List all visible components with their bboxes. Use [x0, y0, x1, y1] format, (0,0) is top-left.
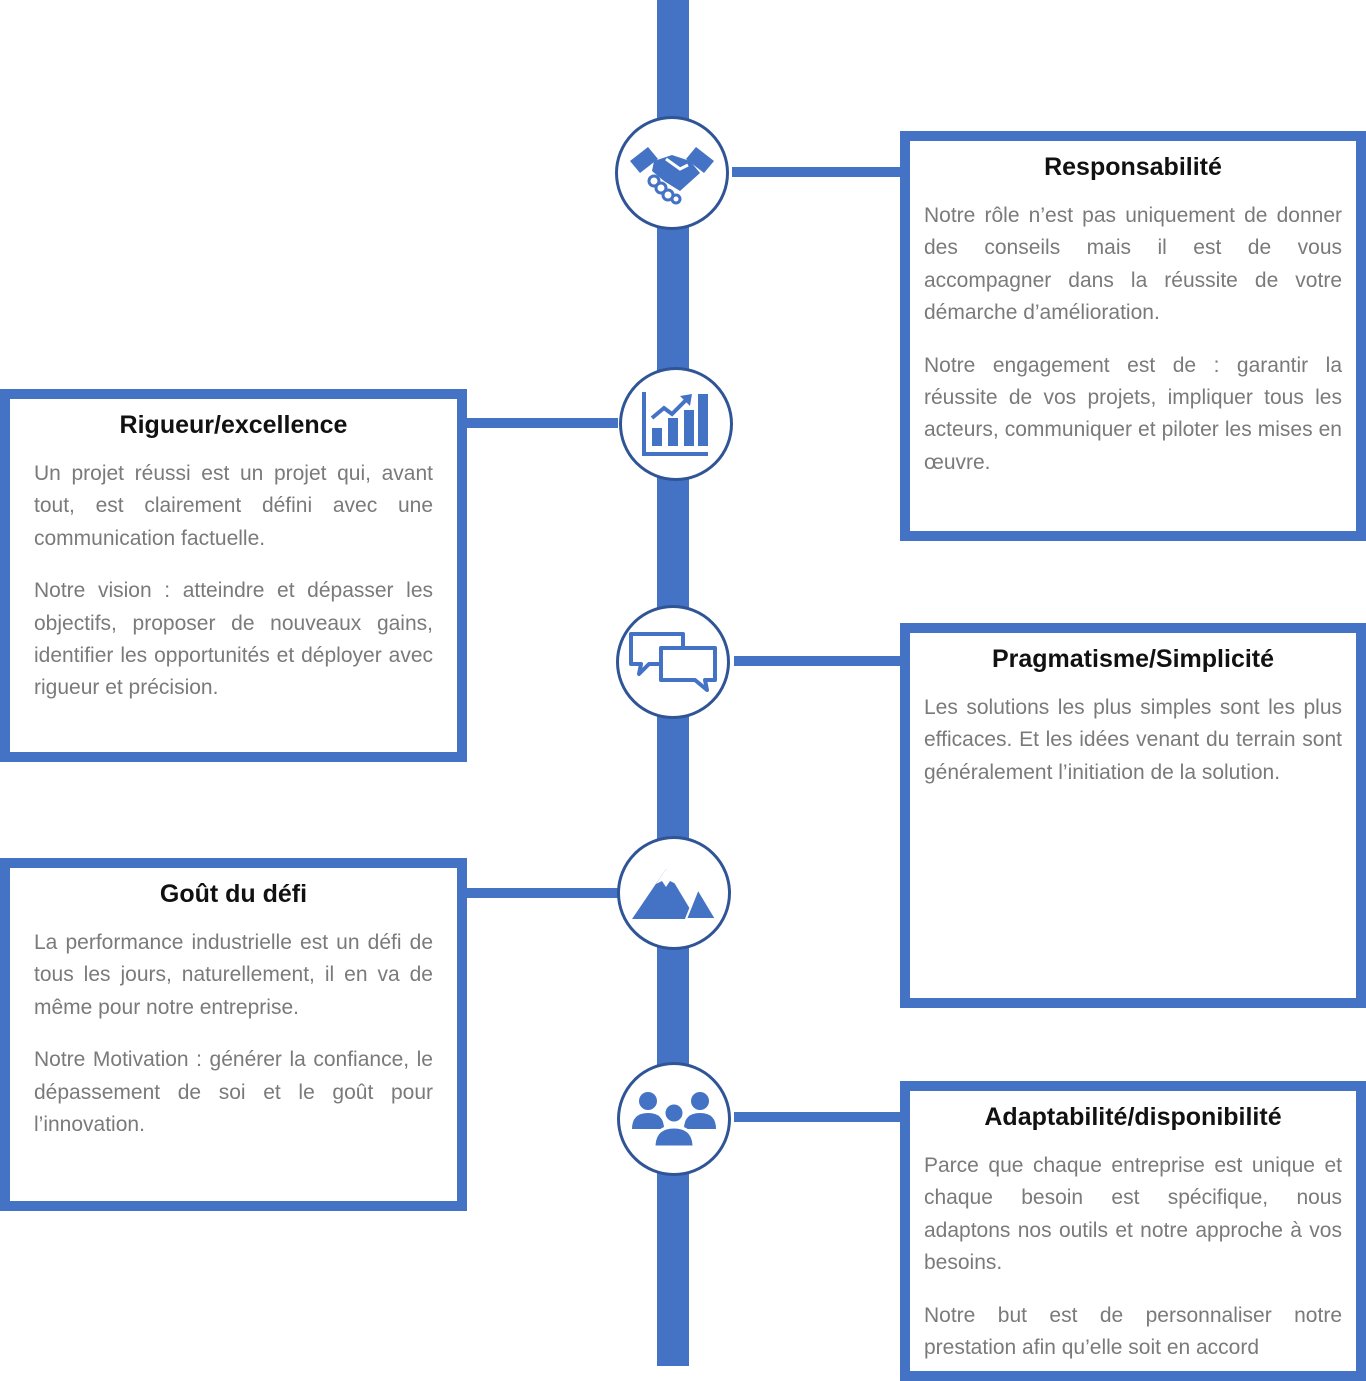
- connector-responsabilite: [732, 167, 904, 177]
- node-adaptabilite: [617, 1062, 731, 1176]
- card-title: Goût du défi: [159, 880, 308, 908]
- mountain-icon: [632, 869, 718, 920]
- card-paragraph: Un projet réussi est un projet qui, avan…: [34, 462, 433, 550]
- card-adaptabilite: Adaptabilité/disponibilité Parce que cha…: [900, 1081, 1366, 1381]
- growth-chart-icon: [642, 392, 708, 456]
- card-paragraph: La performance industrielle est un défi …: [34, 931, 433, 1019]
- card-paragraph: Notre rôle n’est pas uniquement de donne…: [924, 204, 1342, 325]
- connector-pragmatisme: [734, 656, 904, 666]
- card-rigueur: Rigueur/excellence Un projet réussi est …: [0, 389, 467, 762]
- card-title: Rigueur/excellence: [119, 411, 348, 439]
- node-pragmatisme: [616, 605, 730, 719]
- card-responsabilite: Responsabilité Notre rôle n’est pas uniq…: [900, 131, 1366, 541]
- node-rigueur: [619, 367, 733, 481]
- card-title: Responsabilité: [1044, 153, 1222, 181]
- node-responsabilite: [615, 116, 729, 230]
- chat-bubbles-icon: [629, 632, 717, 692]
- team-icon: [632, 1092, 716, 1149]
- connector-gout-du-defi: [462, 888, 618, 898]
- card-title: Adaptabilité/disponibilité: [984, 1103, 1282, 1131]
- connector-adaptabilite: [734, 1112, 904, 1122]
- card-title: Pragmatisme/Simplicité: [991, 645, 1275, 673]
- card-paragraph: Parce que chaque entreprise est unique e…: [924, 1154, 1342, 1275]
- card-pragmatisme: Pragmatisme/Simplicité Les solutions les…: [900, 623, 1366, 1008]
- connector-rigueur: [462, 418, 618, 428]
- card-paragraph: Les solutions les plus simples sont les …: [924, 696, 1342, 784]
- card-paragraph: Notre but est de personnaliser notre pre…: [924, 1303, 1342, 1360]
- card-paragraph: Notre engagement est de : garantir la ré…: [924, 353, 1342, 474]
- node-gout-du-defi: [617, 836, 731, 950]
- handshake-icon: [630, 147, 714, 205]
- card-paragraph: Notre Motivation : générer la confiance,…: [34, 1048, 433, 1137]
- card-paragraph: Notre vision : atteindre et dépasser les…: [34, 579, 433, 700]
- card-gout-du-defi: Goût du défi La performance industrielle…: [0, 858, 467, 1211]
